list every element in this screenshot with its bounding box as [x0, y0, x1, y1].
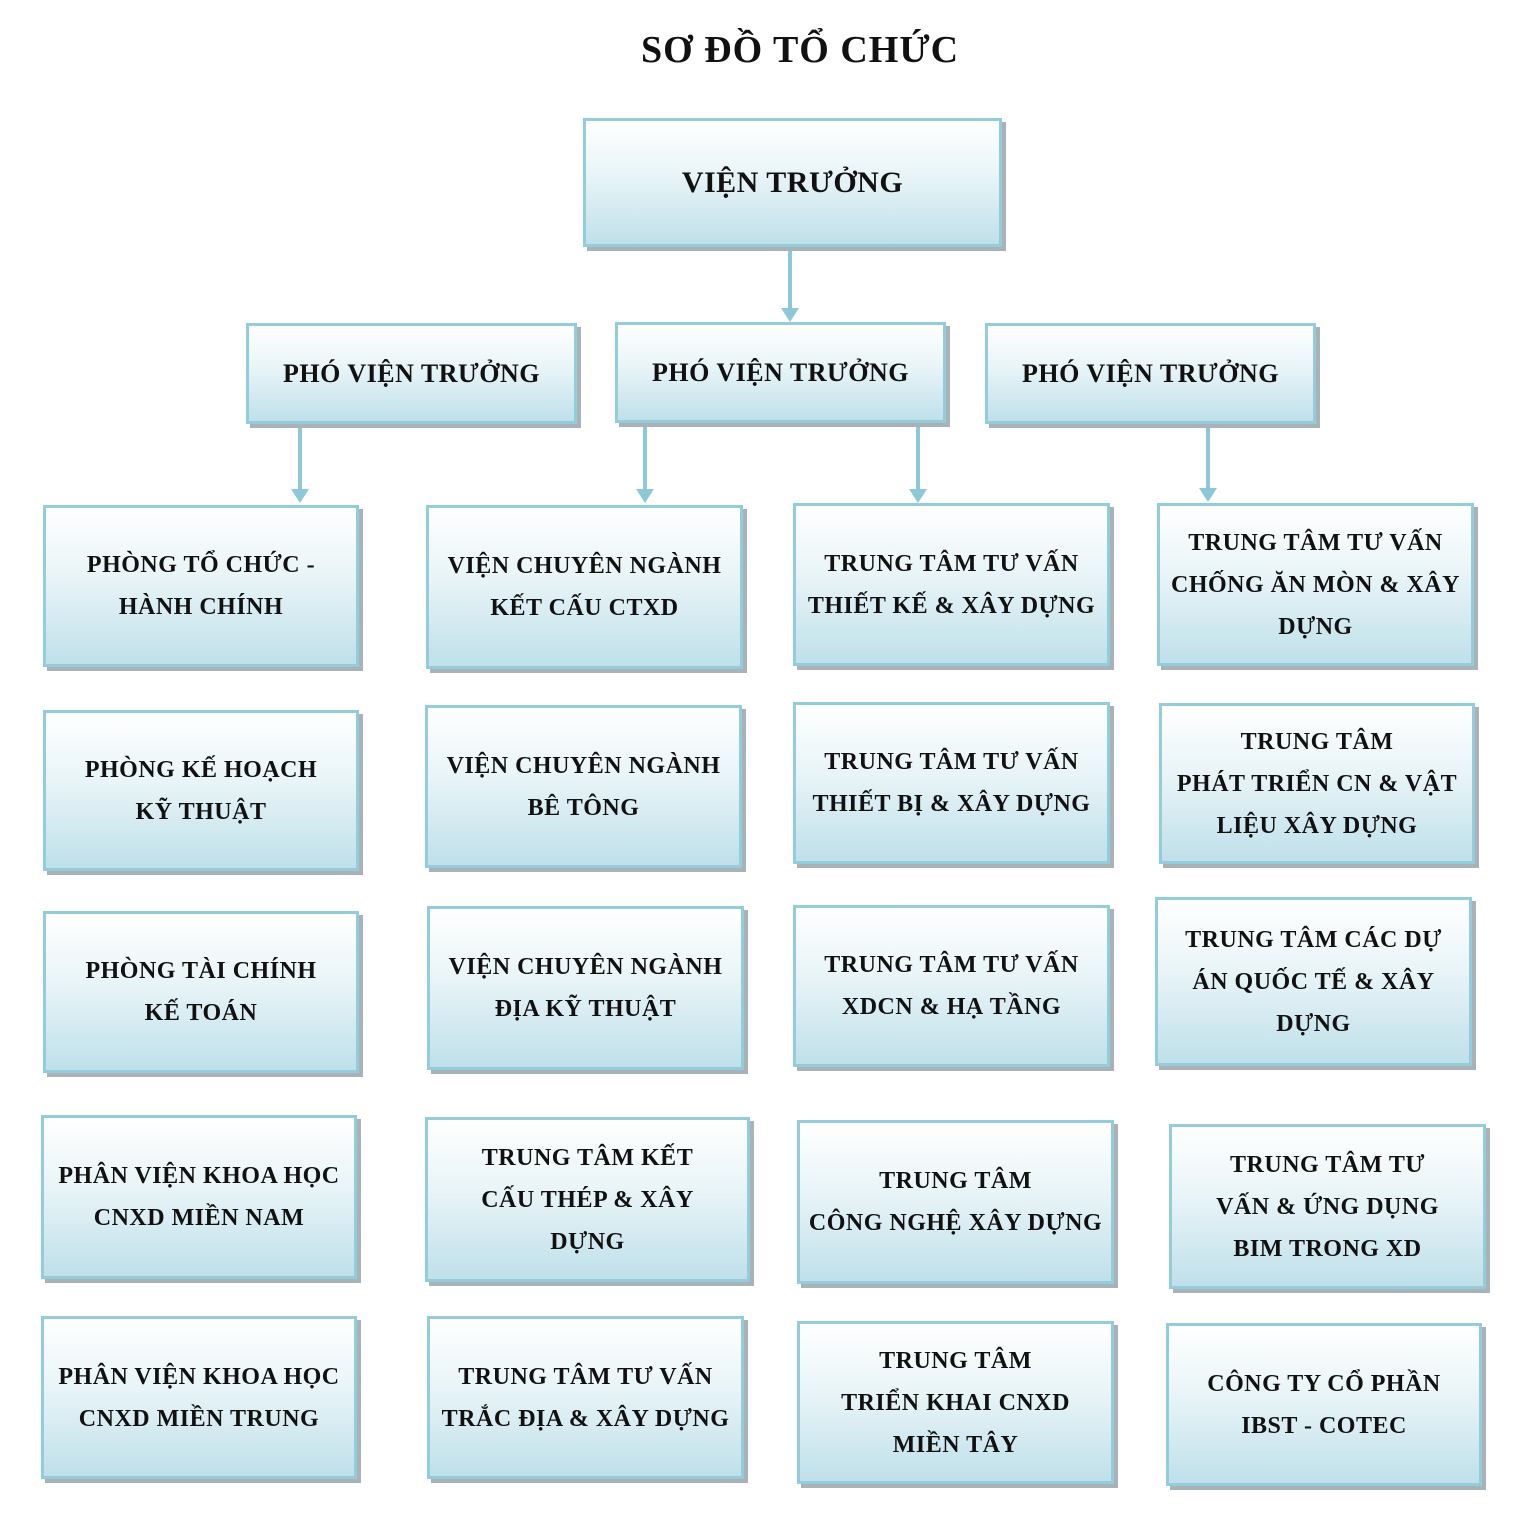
box-label-line: CẤU THÉP & XÂY [481, 1186, 694, 1213]
box-label-line: PHÁT TRIỂN CN & VẬT [1176, 770, 1458, 797]
box-label-line: TRUNG TÂM TƯ [1230, 1151, 1425, 1178]
box-label-line: ÁN QUỐC TẾ & XÂY [1192, 968, 1435, 995]
box-label-line: DỰNG [1276, 1010, 1351, 1037]
unit-box: VIỆN CHUYÊN NGÀNH KẾT CẤU CTXD [426, 505, 743, 669]
unit-box: PHÂN VIỆN KHOA HỌC CNXD MIỀN NAM [41, 1115, 357, 1279]
box-label-line: PHÓ VIỆN TRƯỞNG [1022, 358, 1279, 388]
box-label-line: MIỀN TÂY [892, 1431, 1019, 1458]
box-label-line: VIỆN CHUYÊN NGÀNH [447, 553, 722, 579]
unit-box: VIỆN CHUYÊN NGÀNH ĐỊA KỸ THUẬT [427, 906, 744, 1070]
box-label-line: KẾ TOÁN [144, 1000, 258, 1026]
arrow [291, 424, 309, 503]
deputy-director-box: PHÓ VIỆN TRƯỞNG [615, 322, 946, 423]
box-label-line: ĐỊA KỸ THUẬT [494, 996, 677, 1022]
box-label-line: BIM TRONG XD [1233, 1235, 1422, 1262]
box-label-line: CNXD MIỀN TRUNG [78, 1405, 320, 1432]
box-label-line: TRUNG TÂM [1240, 728, 1394, 755]
box-label-line: THIẾT BỊ & XÂY DỰNG [812, 791, 1091, 817]
unit-box: PHÒNG TÀI CHÍNH KẾ TOÁN [43, 911, 359, 1073]
box-label-line: TRUNG TÂM [879, 1347, 1032, 1374]
unit-box: TRUNG TÂM TƯ VẤN THIẾT KẾ & XÂY DỰNG [793, 503, 1110, 666]
unit-box: TRUNG TÂM TƯ VẤN CHỐNG ĂN MÒN & XÂY DỰNG [1157, 503, 1474, 666]
deputy-director-box: PHÓ VIỆN TRƯỞNG [985, 323, 1316, 424]
box-label-line: LIỆU XÂY DỰNG [1216, 812, 1418, 839]
unit-box: TRUNG TÂM TƯ VẤN XDCN & HẠ TẦNG [793, 905, 1110, 1067]
box-label-line: PHÒNG KẾ HOẠCH [84, 756, 318, 783]
box-label-line: VIỆN TRƯỞNG [681, 165, 904, 199]
box-label-line: CHỐNG ĂN MÒN & XÂY [1171, 571, 1460, 598]
arrow [781, 247, 799, 322]
box-label-line: PHÒNG TÀI CHÍNH [85, 958, 317, 984]
box-label-line: PHÒNG TỔ CHỨC - [86, 552, 316, 578]
box-label-line: TRUNG TÂM TƯ VẤN [458, 1363, 713, 1390]
arrow [1199, 424, 1217, 502]
box-label-line: TRUNG TÂM TƯ VẤN [824, 952, 1079, 978]
box-label-line: IBST - COTEC [1241, 1412, 1407, 1439]
box-label-line: TRUNG TÂM CÁC DỰ [1185, 926, 1442, 953]
arrow [909, 423, 927, 503]
box-label-line: DỰNG [1278, 613, 1353, 640]
unit-box: TRUNG TÂM TƯ VẤN & ỨNG DỤNG BIM TRONG XD [1169, 1124, 1486, 1289]
unit-box: PHÒNG TỔ CHỨC - HÀNH CHÍNH [43, 505, 359, 667]
box-label-line: PHÂN VIỆN KHOA HỌC [58, 1163, 340, 1189]
unit-box: TRUNG TÂM PHÁT TRIỂN CN & VẬT LIỆU XÂY DỰN… [1159, 703, 1475, 864]
unit-box: PHÂN VIỆN KHOA HỌC CNXD MIỀN TRUNG [41, 1316, 357, 1479]
box-label-line: VIỆN CHUYÊN NGÀNH [448, 954, 723, 980]
unit-box: PHÒNG KẾ HOẠCH KỸ THUẬT [43, 710, 359, 871]
unit-box: CÔNG TY CỔ PHẦN IBST - COTEC [1166, 1323, 1482, 1486]
arrow [636, 423, 654, 503]
unit-box: TRUNG TÂM KẾT CẤU THÉP & XÂY DỰNG [425, 1117, 750, 1282]
page-title: SƠ ĐỒ TỔ CHỨC [640, 29, 960, 71]
box-label-line: TRIỂN KHAI CNXD [841, 1389, 1070, 1416]
unit-box: VIỆN CHUYÊN NGÀNH BÊ TÔNG [425, 705, 742, 868]
box-label-line: KỸ THUẬT [135, 798, 267, 825]
box-label-line: VẤN & ỨNG DỤNG [1216, 1193, 1439, 1220]
director-box: VIỆN TRƯỞNG [583, 118, 1002, 247]
box-label-line: KẾT CẤU CTXD [490, 595, 679, 621]
box-label-line: TRUNG TÂM TƯ VẤN [1188, 529, 1443, 556]
unit-box: TRUNG TÂM TƯ VẤN THIẾT BỊ & XÂY DỰNG [793, 702, 1110, 864]
unit-box: TRUNG TÂM CÔNG NGHỆ XÂY DỰNG [797, 1120, 1114, 1284]
box-label-line: TRUNG TÂM TƯ VẤN [824, 550, 1079, 577]
box-label-line: PHÓ VIỆN TRƯỞNG [283, 358, 540, 388]
box-label-line: TRẮC ĐỊA & XÂY DỰNG [441, 1405, 730, 1432]
box-label-line: TRUNG TÂM KẾT [481, 1144, 694, 1171]
box-label-line: TRUNG TÂM [879, 1168, 1032, 1194]
unit-box: TRUNG TÂM CÁC DỰ ÁN QUỐC TẾ & XÂY DỰNG [1155, 897, 1472, 1066]
unit-box: TRUNG TÂM TRIỂN KHAI CNXD MIỀN TÂY [797, 1321, 1114, 1484]
box-label-line: XDCN & HẠ TẦNG [841, 994, 1062, 1020]
deputy-director-box: PHÓ VIỆN TRƯỞNG [246, 323, 577, 424]
box-label-line: PHÂN VIỆN KHOA HỌC [58, 1363, 340, 1390]
box-label-line: TRUNG TÂM TƯ VẤN [824, 749, 1079, 775]
unit-box: TRUNG TÂM TƯ VẤN TRẮC ĐỊA & XÂY DỰNG [427, 1316, 744, 1479]
box-label-line: DỰNG [550, 1228, 625, 1255]
box-label-line: CNXD MIỀN NAM [93, 1205, 305, 1231]
box-label-line: BÊ TÔNG [527, 794, 640, 821]
box-label-line: CÔNG TY CỔ PHẦN [1207, 1370, 1441, 1397]
box-label-line: VIỆN CHUYÊN NGÀNH [446, 752, 721, 779]
box-label-line: CÔNG NGHỆ XÂY DỰNG [808, 1210, 1103, 1236]
box-label-line: THIẾT KẾ & XÂY DỰNG [807, 592, 1096, 619]
box-label-line: HÀNH CHÍNH [118, 594, 284, 620]
box-label-line: PHÓ VIỆN TRƯỞNG [652, 357, 909, 387]
